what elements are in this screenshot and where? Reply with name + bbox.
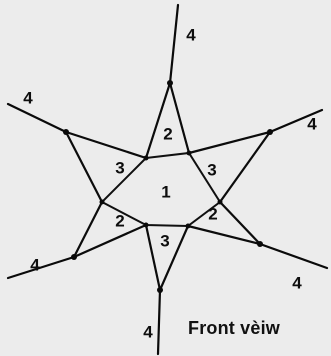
ray-lower-right bbox=[258, 242, 329, 270]
vertex-bottom bbox=[157, 287, 163, 293]
ray-upper-left bbox=[6, 102, 68, 134]
face-lower-left-label: 2 bbox=[115, 212, 124, 231]
face-bottom-label: 3 bbox=[160, 232, 169, 251]
vertex-top bbox=[167, 80, 173, 86]
ray-lower-right-label: 4 bbox=[292, 274, 302, 293]
face-upper-right-label: 3 bbox=[207, 161, 216, 180]
face-upper-left-label: 3 bbox=[115, 159, 124, 178]
vertex-inner-4 bbox=[185, 223, 191, 229]
vertex-inner-1 bbox=[143, 155, 149, 161]
face-lower-right-label: 2 bbox=[208, 205, 217, 224]
ray-lower-left bbox=[6, 255, 76, 280]
face-center-label: 1 bbox=[161, 183, 170, 202]
vertex-upper-left bbox=[63, 129, 69, 135]
figure-caption: Front vèiw bbox=[188, 318, 281, 338]
vertex-lower-right bbox=[257, 241, 263, 247]
vertex-inner-3 bbox=[217, 199, 223, 205]
ray-bottom bbox=[156, 288, 162, 356]
ray-upper-left-label: 4 bbox=[23, 89, 33, 108]
vertex-inner-2 bbox=[186, 150, 192, 156]
vertex-lower-left bbox=[71, 254, 77, 260]
vertex-upper-right bbox=[267, 129, 273, 135]
ray-top bbox=[168, 3, 180, 85]
ray-upper-right-label: 4 bbox=[307, 115, 317, 134]
ray-bottom-label: 4 bbox=[143, 323, 153, 342]
face-top-label: 2 bbox=[163, 125, 172, 144]
ray-upper-right bbox=[268, 108, 324, 134]
vertex-inner-5 bbox=[143, 222, 149, 228]
ray-lower-left-label: 4 bbox=[30, 256, 40, 275]
vertex-inner-6 bbox=[99, 199, 105, 205]
ray-top-label: 4 bbox=[186, 26, 196, 45]
